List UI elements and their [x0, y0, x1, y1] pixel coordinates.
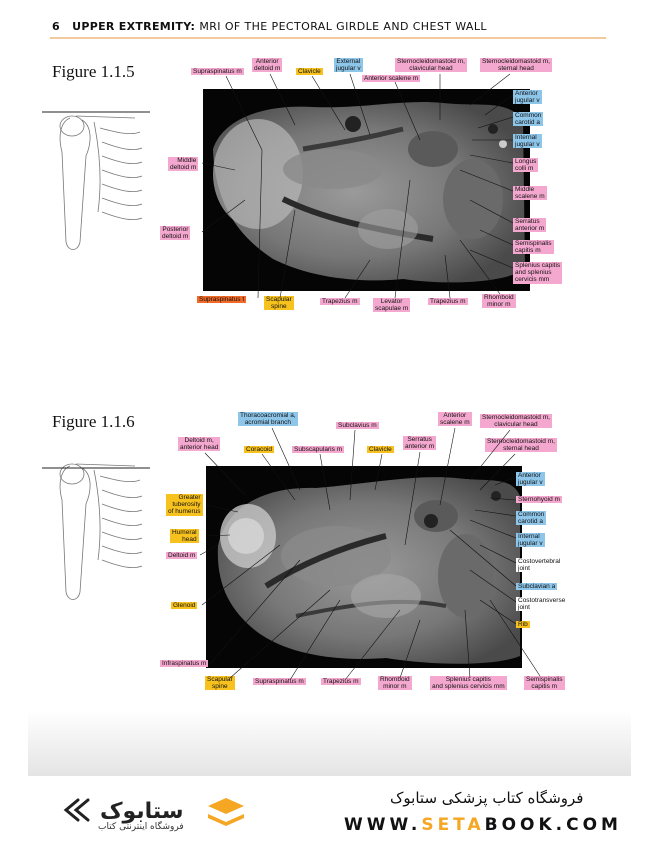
header-rule: [50, 37, 606, 39]
label-longus-colli: Longus colli m: [513, 158, 539, 173]
running-header: 6 UPPER EXTREMITY: MRI OF THE PECTORAL G…: [52, 20, 487, 33]
setabook-logo: ستابوک فروشگاه اینترنتی کتاب: [58, 792, 258, 839]
label-costotransverse: Costotransverse joint: [516, 597, 568, 612]
label-rib: Rib: [516, 621, 530, 629]
label-internal-jugular-2: Internal jugular v: [516, 533, 545, 548]
label-greater-tuberosity: Greater tuberosity of humerus: [166, 494, 203, 516]
label-scm-sternal-2: Sternocleidomastoid m, sternal head: [485, 438, 557, 453]
figure-caption-1: Figure 1.1.5: [52, 62, 135, 81]
label-supraspinatus-2: Supraspinatus m: [253, 678, 306, 686]
label-glenoid: Glenoid: [171, 602, 198, 610]
page-number: 6: [52, 20, 60, 33]
footer-fade: [28, 710, 631, 776]
section-title: UPPER EXTREMITY:: [72, 20, 196, 33]
label-subscapularis: Subscapularis m: [292, 446, 345, 454]
label-posterior-deltoid: Posterior deltoid m: [160, 226, 191, 241]
url-highlight: SETA: [421, 815, 485, 835]
label-anterior-scalene: Anterior scalene m: [362, 75, 421, 83]
label-external-jugular: External jugular v: [334, 58, 363, 73]
label-trapezius-1: Trapezius m: [320, 298, 360, 306]
skeleton-thumbnail-2: [42, 463, 150, 600]
label-anterior-deltoid: Anterior deltoid m: [252, 58, 283, 73]
label-clavicle-2: Clavicle: [367, 446, 394, 454]
label-middle-scalene: Middle scalene m: [513, 186, 547, 201]
label-serratus-anterior-2: Serratus anterior m: [403, 436, 437, 451]
label-subclavian: Subclavian a: [516, 583, 558, 591]
footer-bar: [0, 776, 658, 842]
shop-name: فروشگاه کتاب پزشکی ستابوک: [390, 789, 584, 807]
label-internal-jugular: Internal jugular v: [513, 134, 542, 149]
section-subtitle: MRI OF THE PECTORAL GIRDLE AND CHEST WAL…: [199, 20, 487, 33]
label-subclavius: Subclavius m: [336, 422, 379, 430]
url-suffix: BOOK.COM: [484, 815, 622, 835]
label-scm-clavicular-2: Sternocleidomastoid m, clavicular head: [480, 414, 552, 429]
label-costovertebral: Costovertebral joint: [516, 558, 563, 573]
shop-url[interactable]: WWW.SETABOOK.COM: [344, 815, 622, 835]
label-common-carotid-2: Common carotid a: [516, 511, 547, 526]
label-semispinalis: Semispinalis capitis m: [513, 240, 554, 255]
label-levator-scapulae: Levator scapulae m: [373, 298, 411, 313]
label-splenius-2: Splenius capitis and splenius cervicis m…: [430, 676, 507, 691]
label-humeral-head: Humeral head: [170, 529, 199, 544]
skeleton-thumbnail-1: [42, 111, 150, 250]
label-coracoid: Coracoid: [244, 446, 275, 454]
label-semispinalis-2: Semispinalis capitis m: [524, 676, 565, 691]
label-serratus-anterior: Serratus anterior m: [513, 218, 547, 233]
label-anterior-scalene-2: Anterior scalene m: [438, 412, 472, 427]
label-deltoid-anterior: Deltoid m, anterior head: [178, 437, 221, 452]
label-trapezius-2: Trapezius m: [428, 298, 468, 306]
logo-tagline: فروشگاه اینترنتی کتاب: [98, 822, 184, 832]
mri-image-1: [203, 89, 530, 291]
label-sternohyoid: Sternohyoid m: [516, 496, 562, 504]
label-supraspinatus-t: Supraspinatus t: [197, 296, 247, 304]
label-trapezius-3: Trapezius m: [321, 678, 361, 686]
label-scapular-spine-2: Scapular spine: [205, 676, 235, 691]
label-scapular-spine: Scapular spine: [264, 296, 294, 311]
label-rhomboid-minor-2: Rhomboid minor m: [378, 676, 412, 691]
label-anterior-jugular: Anterior jugular v: [513, 90, 542, 105]
label-scm-sternal: Sternocleidomastoid m, sternal head: [480, 58, 552, 73]
url-prefix: WWW.: [344, 815, 422, 835]
label-common-carotid: Common carotid a: [513, 112, 544, 127]
label-deltoid-m: Deltoid m: [166, 552, 198, 560]
mri-image-2: [206, 466, 522, 668]
label-anterior-jugular-2: Anterior jugular v: [516, 472, 545, 487]
label-clavicle: Clavicle: [296, 68, 323, 76]
label-splenius: Splenius capitis and splenius cervicis m…: [513, 262, 563, 284]
svg-text:ستابوک: ستابوک: [100, 799, 183, 824]
label-supraspinatus-m: Supraspinatus m: [191, 68, 244, 76]
label-infraspinatus: Infraspinatus m: [160, 660, 209, 668]
label-rhomboid-minor: Rhomboid minor m: [482, 294, 516, 309]
figure-caption-2: Figure 1.1.6: [52, 412, 135, 431]
label-thoracoacromial: Thoracoacromial a, acromial branch: [238, 412, 298, 427]
label-scm-clavicular: Sternocleidomastoid m, clavicular head: [395, 58, 467, 73]
label-middle-deltoid: Middle deltoid m: [168, 157, 199, 172]
